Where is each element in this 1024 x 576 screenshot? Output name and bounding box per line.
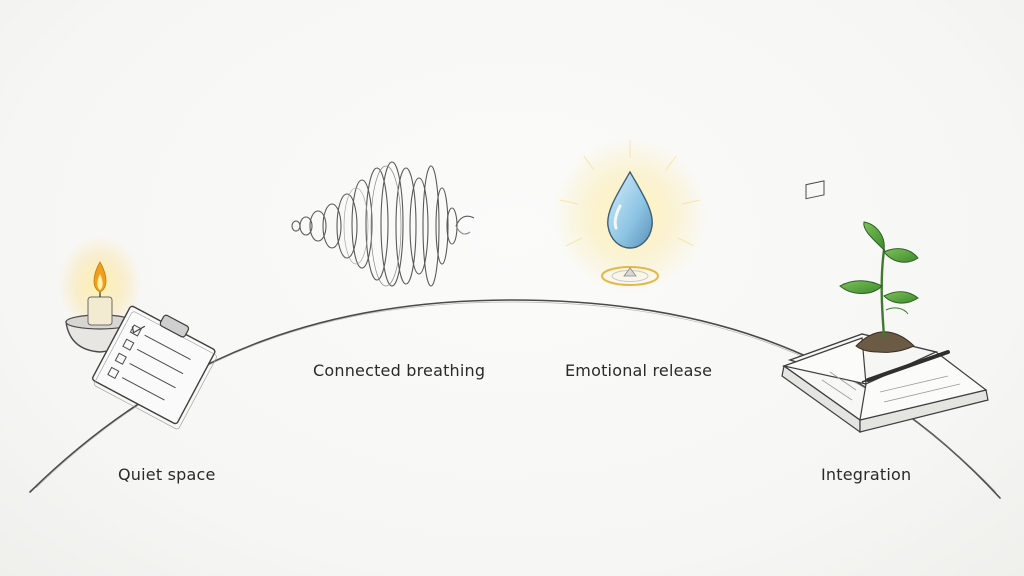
stage-label-quiet-space: Quiet space	[118, 465, 216, 484]
stage-label-integration: Integration	[821, 465, 912, 484]
breath-wave-icon	[291, 161, 475, 287]
water-drop-icon	[552, 137, 708, 293]
stage-label-connected-breathing: Connected breathing	[313, 361, 486, 380]
sprout-and-journal-icon	[781, 180, 989, 434]
candle-and-clipboard-icon	[58, 235, 217, 430]
stage-label-emotional-release: Emotional release	[565, 361, 713, 380]
